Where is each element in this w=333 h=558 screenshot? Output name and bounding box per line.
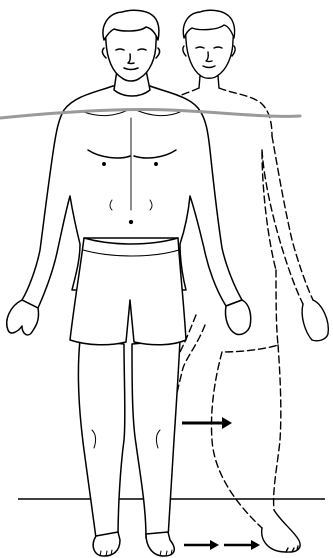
solid-left-hand — [7, 300, 39, 335]
solid-left-leg — [78, 340, 125, 538]
ghost-head — [183, 10, 235, 88]
solid-shorts — [70, 238, 186, 345]
solid-head — [102, 10, 159, 81]
shift-arrow — [182, 417, 232, 429]
solid-figure — [7, 10, 251, 556]
foot-arrow-1 — [184, 540, 219, 550]
ghost-figure — [168, 10, 328, 552]
ghost-foot — [262, 510, 300, 552]
foot-arrow-2 — [224, 540, 260, 550]
solid-right-foot — [146, 532, 174, 556]
solid-right-hand — [225, 300, 250, 335]
